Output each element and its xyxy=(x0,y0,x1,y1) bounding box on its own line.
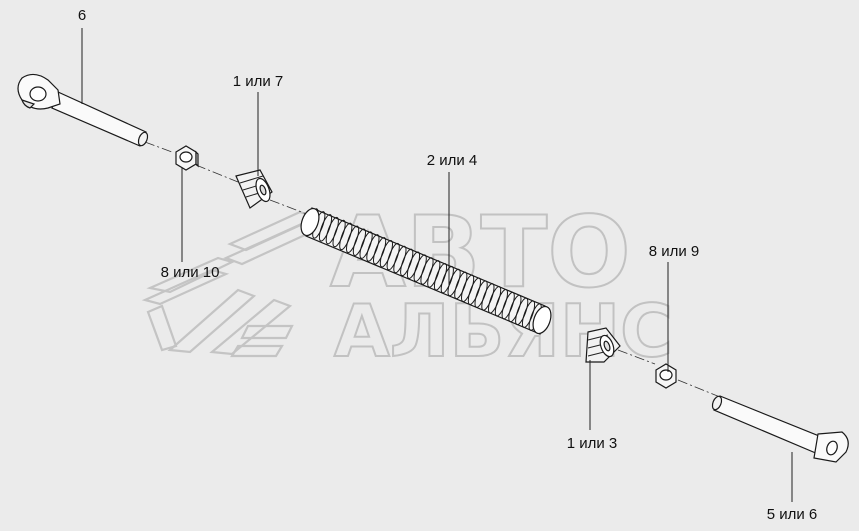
spring-coil xyxy=(373,237,387,265)
spring-coil xyxy=(515,297,529,326)
spring-coil xyxy=(406,251,421,279)
spring-coil xyxy=(440,265,454,294)
watermark-emblem-icon xyxy=(141,210,323,358)
spring-coil xyxy=(379,239,393,268)
center-axis xyxy=(617,349,656,365)
spring-coil xyxy=(427,260,441,288)
spring-coil xyxy=(352,228,366,256)
callout-8-or-9: 8 или 9 xyxy=(649,243,700,260)
spring-coil xyxy=(318,214,333,242)
spring-coil xyxy=(420,257,434,285)
spring-coil xyxy=(488,286,502,314)
center-axis xyxy=(144,141,173,153)
spring-coil xyxy=(339,222,353,251)
center-axis xyxy=(677,379,721,398)
callout-1-or-3: 1 или 3 xyxy=(567,435,618,452)
spring-coil xyxy=(508,294,522,323)
spring-coil xyxy=(325,216,339,245)
center-axis xyxy=(195,164,239,183)
spring-coil xyxy=(454,271,468,300)
callout-5-or-6: 5 или 6 xyxy=(767,506,818,523)
spring-coil xyxy=(413,254,427,282)
spring-coil xyxy=(467,277,481,305)
callout-6: 6 xyxy=(78,7,86,24)
spring-seat-left xyxy=(235,169,273,209)
callout-2-or-4: 2 или 4 xyxy=(427,152,478,169)
spring-coil xyxy=(447,268,461,297)
spring-coil xyxy=(366,234,380,262)
nut-right xyxy=(655,363,677,389)
callout-8-or-10: 8 или 10 xyxy=(161,264,220,281)
spring-seat-right xyxy=(585,327,621,363)
spring-coil xyxy=(494,288,508,317)
coil-spring xyxy=(300,207,552,335)
spring-coil xyxy=(474,280,488,308)
spring-coil xyxy=(359,231,373,259)
spring-coil xyxy=(393,245,407,274)
eye-bolt-right xyxy=(711,395,849,463)
spring-coil xyxy=(386,242,400,271)
callout-1-or-7: 1 или 7 xyxy=(233,73,284,90)
nut-left xyxy=(175,145,199,171)
spring-coil xyxy=(521,300,536,328)
eye-bolt-left xyxy=(17,73,149,147)
spring-coil xyxy=(501,291,515,320)
spring-coil xyxy=(481,283,495,311)
spring-coil xyxy=(400,248,414,277)
spring-coil xyxy=(461,274,475,303)
leader-lines xyxy=(81,28,793,502)
spring-coil xyxy=(332,219,346,248)
spring-coil xyxy=(433,263,448,291)
spring-coil xyxy=(346,225,360,254)
